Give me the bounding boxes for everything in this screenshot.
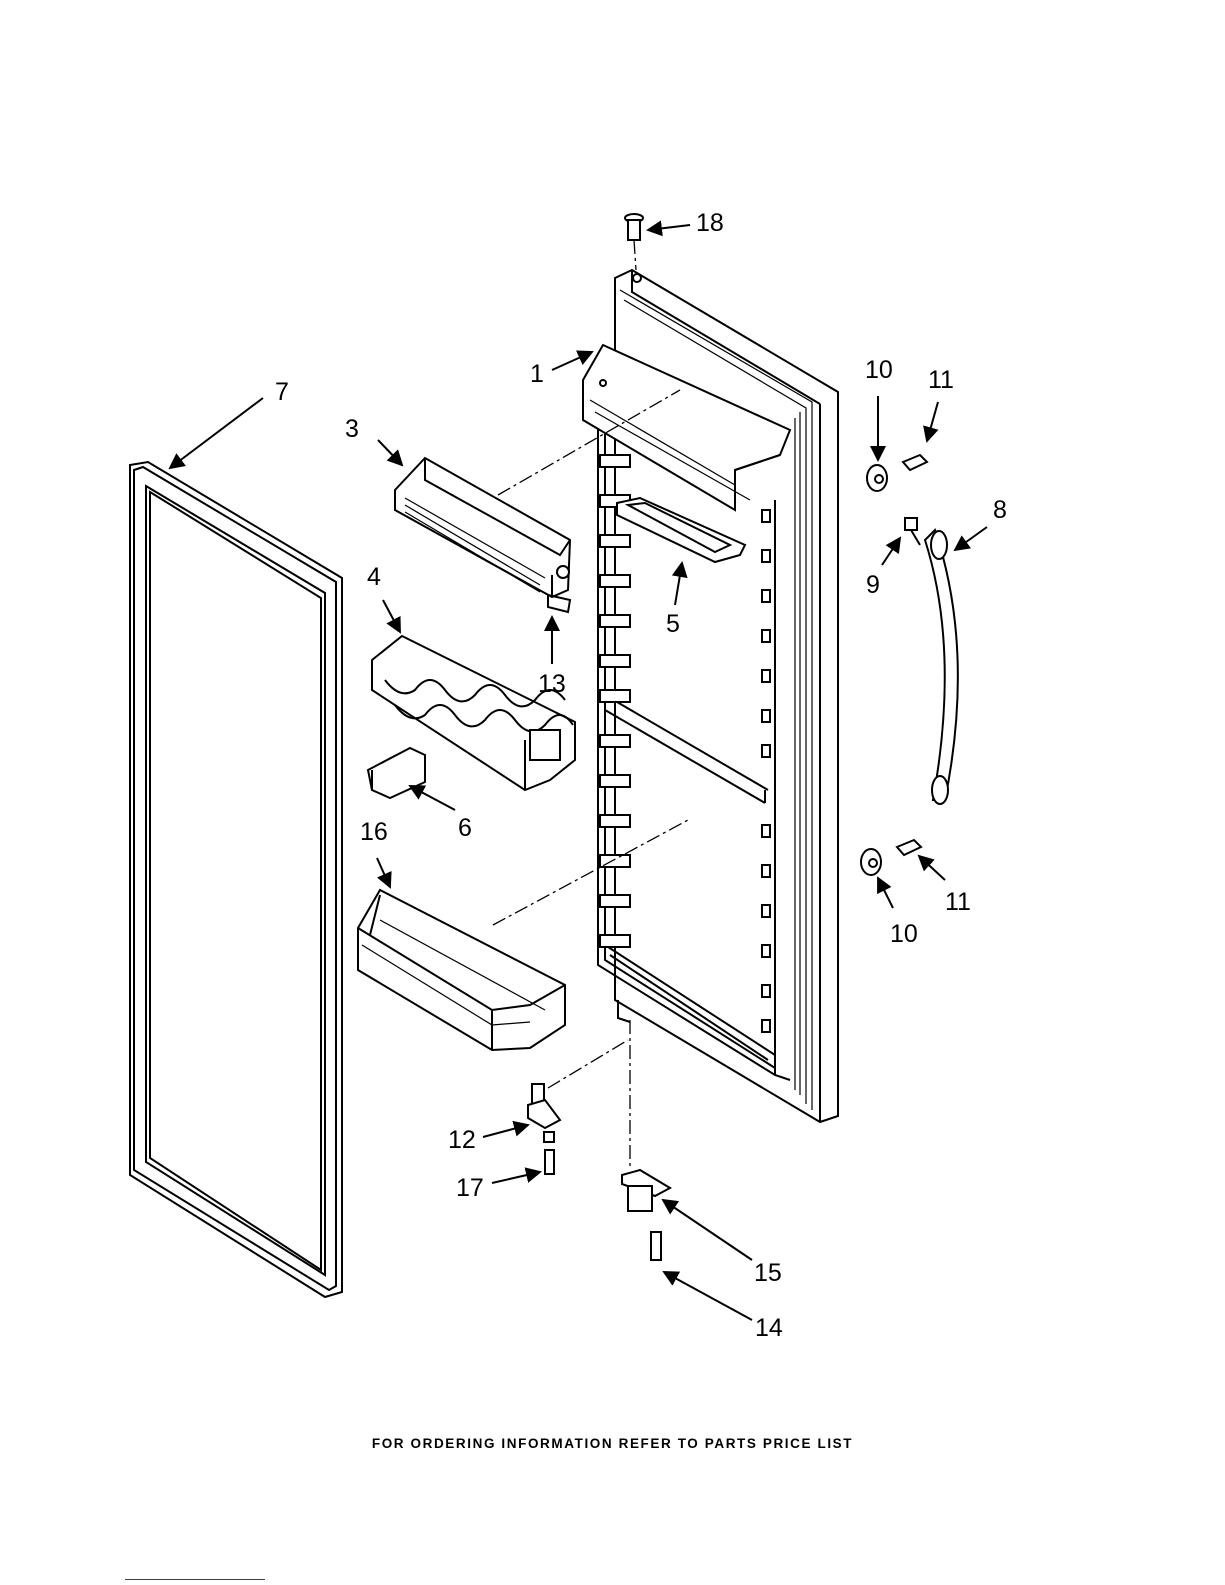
callout-11-top: 11: [928, 366, 954, 394]
callout-4: 4: [367, 563, 381, 591]
callout-14: 14: [755, 1314, 783, 1342]
callout-7: 7: [275, 378, 289, 406]
bracket-screw: [651, 1232, 661, 1260]
callout-8: 8: [993, 496, 1007, 524]
door-plug: [625, 214, 643, 270]
screw-11-top: [903, 455, 927, 470]
hinge-screw: [544, 1132, 554, 1174]
lower-hinge: [528, 1040, 628, 1128]
callout-12: 12: [448, 1126, 476, 1154]
hinge-bracket: [622, 1020, 670, 1211]
callout-6: 6: [458, 814, 472, 842]
callout-15: 15: [754, 1259, 782, 1287]
callout-1: 1: [530, 360, 544, 388]
door-handle: [925, 530, 958, 804]
callout-3: 3: [345, 415, 359, 443]
bottom-link-line[interactable]: [125, 1579, 265, 1580]
door-liner: [583, 270, 838, 1122]
callout-16: 16: [360, 818, 388, 846]
callout-11-bottom: 11: [945, 888, 971, 916]
door-gasket: [130, 462, 342, 1297]
callout-13: 13: [538, 670, 566, 698]
handle-mount-top: [867, 465, 887, 491]
callout-5: 5: [666, 610, 680, 638]
ordering-info-footer: FOR ORDERING INFORMATION REFER TO PARTS …: [0, 1436, 1225, 1451]
callout-17: 17: [456, 1174, 484, 1202]
handle-mount-bottom: [861, 849, 881, 875]
screw-9: [905, 518, 920, 545]
screw-11-bottom: [897, 840, 921, 855]
callout-9: 9: [866, 571, 880, 599]
callout-10-bottom: 10: [890, 920, 918, 948]
callout-10-top: 10: [865, 356, 893, 384]
callout-18: 18: [696, 209, 724, 237]
